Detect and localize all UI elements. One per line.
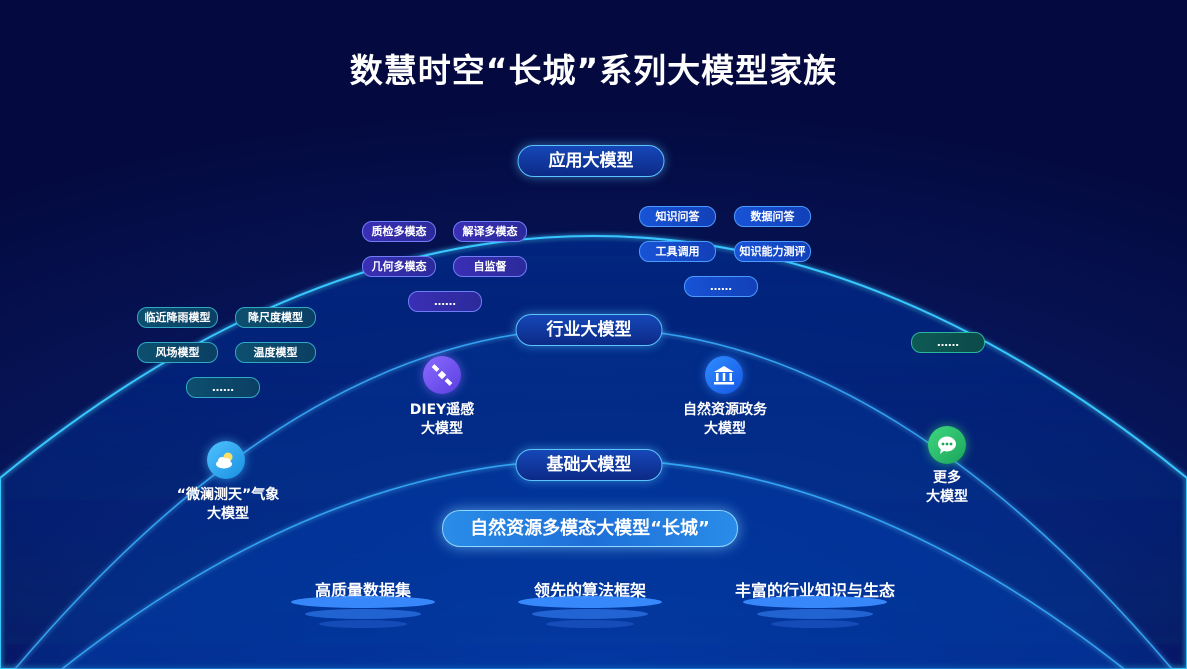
tag-more-purple: …… xyxy=(408,291,482,312)
pillar-platform-algorithm xyxy=(518,596,662,628)
model-label-line2: 大模型 xyxy=(704,421,746,437)
industry-model-more: 更多 大模型 xyxy=(926,469,968,507)
tag-more-green: …… xyxy=(911,332,985,353)
model-label-line1: “微澜测天”气象 xyxy=(176,487,280,503)
chat-more-icon xyxy=(928,426,966,464)
core-model-pill: 自然资源多模态大模型“长城” xyxy=(442,510,738,547)
tag-self-supervised: 自监督 xyxy=(453,256,527,277)
tag-nowcast-rain: 临近降雨模型 xyxy=(137,307,218,328)
pillar-platform-dataset xyxy=(291,596,435,628)
model-label-line1: DIEY遥感 xyxy=(409,402,475,418)
tag-knowledge-eval: 知识能力测评 xyxy=(734,241,811,262)
tag-downscaling: 降尺度模型 xyxy=(235,307,316,328)
satellite-icon xyxy=(423,356,461,394)
tag-wind-field: 风场模型 xyxy=(137,342,218,363)
tag-data-qa: 数据问答 xyxy=(734,206,811,227)
tag-knowledge-qa: 知识问答 xyxy=(639,206,716,227)
page-title: 数慧时空“长城”系列大模型家族 xyxy=(349,51,838,90)
tag-geometry: 几何多模态 xyxy=(362,256,436,277)
model-label-line1: 自然资源政务 xyxy=(683,402,767,418)
pillar-label-algorithm: 领先的算法框架 xyxy=(533,581,647,600)
model-label-line1: 更多 xyxy=(933,470,961,486)
tag-temperature: 温度模型 xyxy=(235,342,316,363)
tag-more-teal: …… xyxy=(186,377,260,398)
industry-model-remote-sensing: DIEY遥感 大模型 xyxy=(410,401,475,439)
tag-more-blue: …… xyxy=(684,276,758,297)
tag-interpretation: 解译多模态 xyxy=(453,221,527,242)
foundation-layer-label: 基础大模型 xyxy=(515,449,663,481)
tag-quality-inspection: 质检多模态 xyxy=(362,221,436,242)
government-building-icon xyxy=(705,356,743,394)
industry-model-weather: “微澜测天”气象 大模型 xyxy=(177,486,279,524)
pillar-label-dataset: 高质量数据集 xyxy=(314,581,412,600)
model-label-line2: 大模型 xyxy=(421,421,463,437)
application-layer-label: 应用大模型 xyxy=(517,145,665,177)
industry-model-natural-resources-gov: 自然资源政务 大模型 xyxy=(683,401,767,439)
model-label-line2: 大模型 xyxy=(207,506,249,522)
pillar-label-knowledge: 丰富的行业知识与生态 xyxy=(734,581,896,600)
tag-tool-calling: 工具调用 xyxy=(639,241,716,262)
model-label-line2: 大模型 xyxy=(926,489,968,505)
weather-cloud-sun-icon xyxy=(207,441,245,479)
industry-layer-label: 行业大模型 xyxy=(515,314,663,346)
pillar-platform-knowledge xyxy=(743,596,887,628)
